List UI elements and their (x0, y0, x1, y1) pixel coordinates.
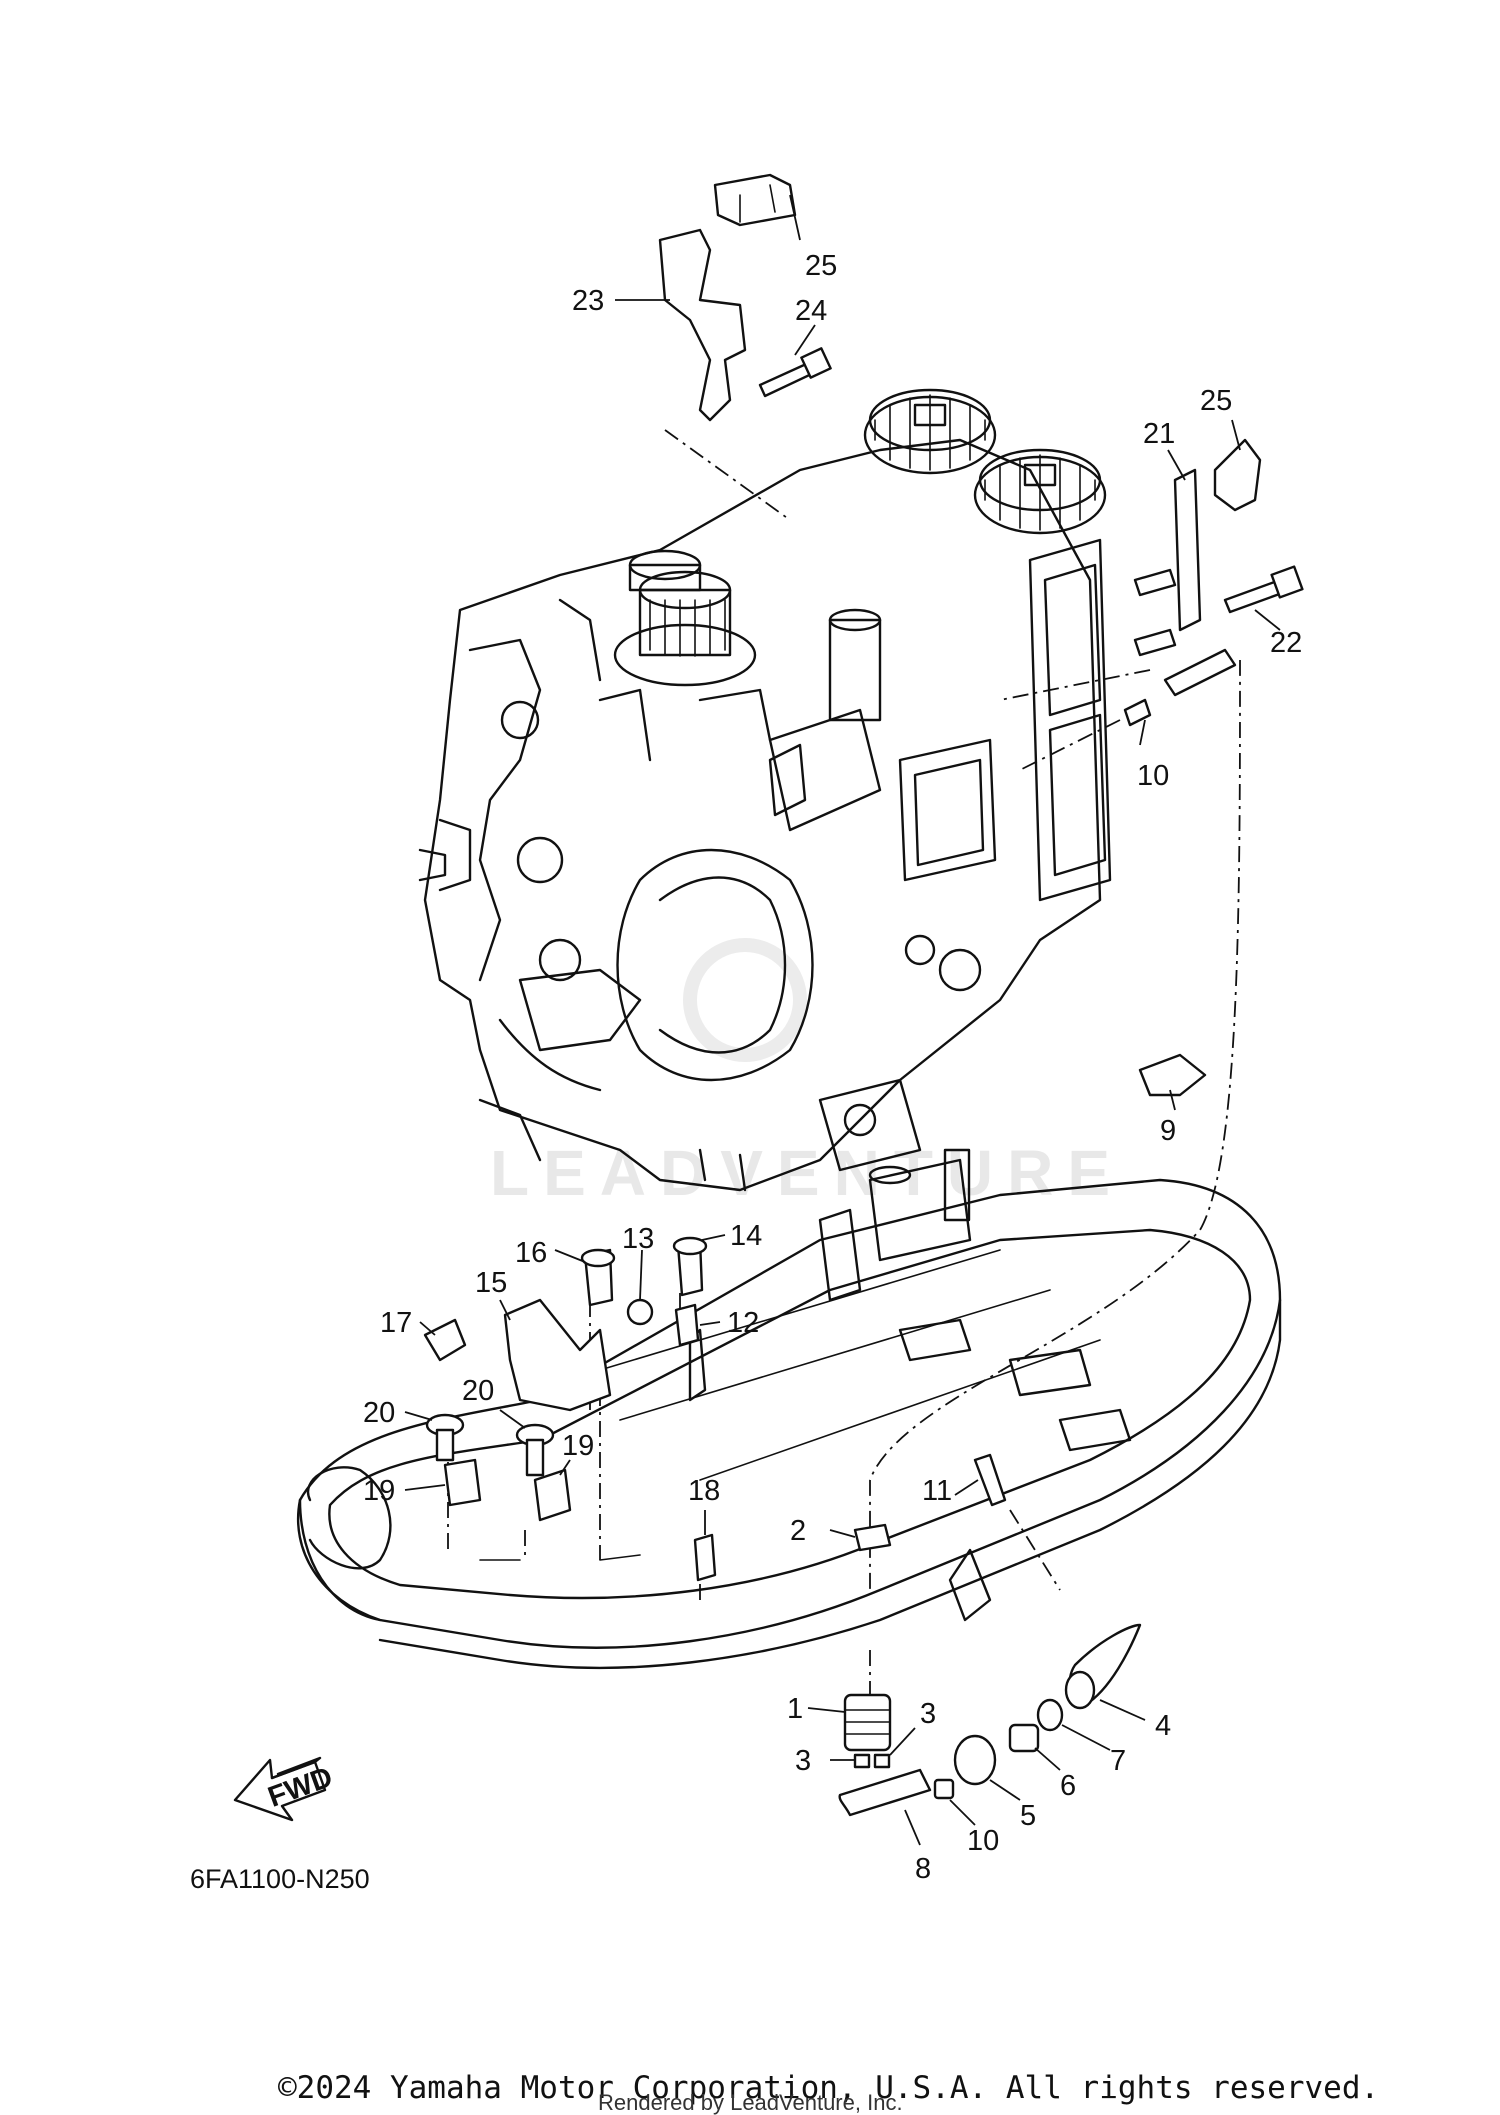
clamp-10-lower (933, 1778, 955, 1800)
callout-19-right: 19 (562, 1430, 594, 1462)
callout-25-top: 25 (805, 250, 837, 282)
nut-2 (853, 1523, 892, 1552)
engine-block (418, 388, 1112, 1192)
bottom-cowling (296, 1148, 1282, 1670)
callout-17: 17 (380, 1307, 412, 1339)
callout-18: 18 (688, 1475, 720, 1507)
holder-15 (503, 1298, 612, 1412)
callout-24: 24 (795, 295, 827, 327)
small-parts (423, 173, 1304, 1817)
callout-13: 13 (622, 1223, 654, 1255)
leader-lines (404, 194, 1281, 1846)
clamp-13 (626, 1298, 654, 1326)
callout-20-left: 20 (363, 1397, 395, 1429)
callout-16: 16 (515, 1237, 547, 1269)
rendered-by-text: Rendered by LeadVenture, Inc. (598, 2090, 903, 2115)
callout-12: 12 (727, 1307, 759, 1339)
clip-25-top (713, 173, 797, 227)
callout-10-lower: 10 (967, 1825, 999, 1857)
callout-21: 21 (1143, 418, 1175, 450)
callout-2: 2 (790, 1515, 806, 1547)
clamp-17 (423, 1318, 467, 1362)
watermark-logo (683, 938, 807, 1062)
callout-15: 15 (475, 1267, 507, 1299)
clamp-3-b (873, 1753, 891, 1769)
callout-1: 1 (787, 1693, 803, 1725)
callout-3-right: 3 (920, 1698, 936, 1730)
callout-25-right: 25 (1200, 385, 1232, 417)
callout-8: 8 (915, 1853, 931, 1885)
callout-10-upper: 10 (1137, 760, 1169, 792)
bracket-21 (1173, 468, 1202, 632)
callout-11: 11 (922, 1475, 952, 1507)
diagram-code: 6FA1100-N250 (190, 1864, 370, 1894)
fwd-arrow: FWD (233, 1756, 337, 1822)
callout-9: 9 (1160, 1115, 1176, 1147)
callout-14: 14 (730, 1220, 762, 1252)
copyright-text: ©2024 Yamaha Motor Corporation, U.S.A. A… (278, 2070, 1379, 2106)
fitting-6 (1008, 1723, 1040, 1753)
callout-4: 4 (1155, 1710, 1171, 1742)
clamp-10-upper (1123, 698, 1152, 727)
callout-19-left: 19 (363, 1475, 395, 1507)
callout-3-left: 3 (795, 1745, 811, 1777)
washer-7 (1036, 1698, 1064, 1732)
screw-11 (973, 1453, 1007, 1507)
clip-18 (693, 1533, 717, 1582)
callout-6: 6 (1060, 1770, 1076, 1802)
clamp-9 (1138, 1053, 1207, 1097)
clamp-3-a (853, 1753, 871, 1769)
clip-19-right (533, 1468, 572, 1522)
clip-19-left (443, 1458, 482, 1507)
callout-23: 23 (572, 285, 604, 317)
callout-20-right: 20 (462, 1375, 494, 1407)
nut-5 (953, 1734, 997, 1786)
bracket-23 (658, 228, 747, 422)
callout-5: 5 (1020, 1800, 1036, 1832)
callout-labels: 25 23 24 25 21 22 10 9 16 13 14 15 17 12… (363, 250, 1302, 1885)
clip-12 (674, 1303, 700, 1347)
watermark-text: LEADVENTURE (490, 1137, 1124, 1209)
callout-7: 7 (1110, 1745, 1126, 1777)
clip-25-right (1213, 438, 1262, 512)
hose-upper (1163, 648, 1237, 697)
hose-8 (838, 1768, 932, 1817)
fwd-label: FWD (264, 1761, 337, 1814)
callout-22: 22 (1270, 627, 1302, 659)
